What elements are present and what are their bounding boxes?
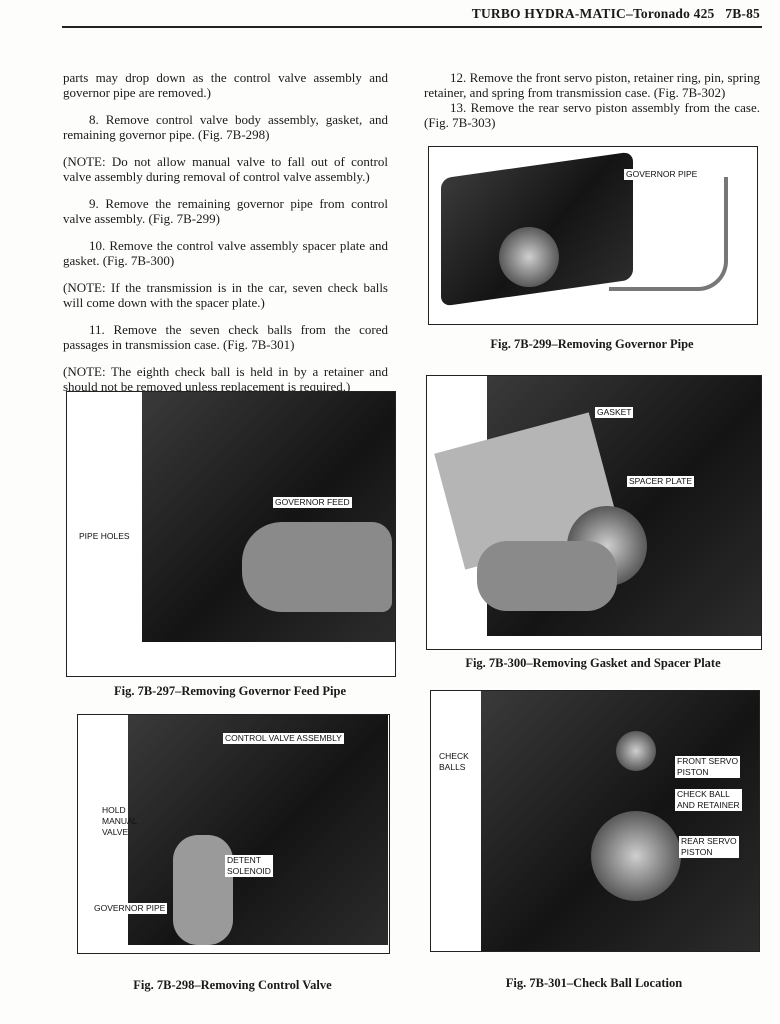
label-line: PISTON bbox=[677, 767, 709, 777]
note: (NOTE: The eighth check ball is held in … bbox=[63, 364, 388, 394]
header-title: TURBO HYDRA-MATIC–Toronado 425 bbox=[471, 6, 715, 21]
label-line: CHECK bbox=[439, 751, 469, 761]
rear-servo-photo-detail bbox=[591, 811, 681, 901]
left-column: parts may drop down as the control valve… bbox=[63, 70, 388, 406]
label-governor-pipe: GOVERNOR PIPE bbox=[92, 903, 168, 914]
label-rear-servo-piston: REAR SERVO PISTON bbox=[679, 836, 739, 858]
caption-7b-297: Fig. 7B-297–Removing Governor Feed Pipe bbox=[113, 684, 347, 698]
front-servo-photo-detail bbox=[616, 731, 656, 771]
figure-7b-300: GASKET SPACER PLATE bbox=[426, 375, 762, 650]
label-check-ball-retainer: CHECK BALL AND RETAINER bbox=[675, 789, 742, 811]
label-governor-pipe: GOVERNOR PIPE bbox=[624, 169, 700, 180]
figure-7b-301: CHECK BALLS FRONT SERVO PISTON CHECK BAL… bbox=[430, 690, 760, 952]
hand-photo bbox=[477, 541, 617, 611]
label-line: DETENT bbox=[227, 855, 261, 865]
label-pipe-holes: PIPE HOLES bbox=[77, 531, 132, 542]
label-line: PISTON bbox=[681, 847, 713, 857]
figure-7b-297: GOVERNOR FEED PIPE HOLES bbox=[66, 391, 396, 677]
caption-7b-299: Fig. 7B-299–Removing Governor Pipe bbox=[490, 337, 694, 351]
label-line: CHECK BALL bbox=[677, 789, 730, 799]
control-valve-photo bbox=[128, 715, 388, 945]
label-line: HOLD bbox=[102, 805, 126, 815]
step-9: 9. Remove the remaining governor pipe fr… bbox=[63, 196, 388, 226]
caption-7b-300: Fig. 7B-300–Removing Gasket and Spacer P… bbox=[465, 656, 721, 670]
label-hold-manual-valve: HOLD MANUAL VALVE bbox=[100, 805, 139, 838]
figure-7b-298: CONTROL VALVE ASSEMBLY HOLD MANUAL VALVE… bbox=[77, 714, 390, 954]
label-line: SOLENOID bbox=[227, 866, 271, 876]
label-line: VALVE bbox=[102, 827, 129, 837]
hand-photo bbox=[242, 522, 392, 612]
header-rule bbox=[62, 26, 762, 28]
label-check-balls: CHECK BALLS bbox=[437, 751, 471, 773]
label-control-valve-assembly: CONTROL VALVE ASSEMBLY bbox=[223, 733, 344, 744]
note: (NOTE: If the transmission is in the car… bbox=[63, 280, 388, 310]
label-governor-feed: GOVERNOR FEED bbox=[273, 497, 352, 508]
step-8: 8. Remove control valve body assembly, g… bbox=[63, 112, 388, 142]
step-12: 12. Remove the front servo piston, retai… bbox=[424, 70, 760, 100]
running-header: TURBO HYDRA-MATIC–Toronado 425 7B-85 bbox=[472, 6, 760, 22]
paragraph: parts may drop down as the control valve… bbox=[63, 70, 388, 100]
label-gasket: GASKET bbox=[595, 407, 634, 418]
right-column: 12. Remove the front servo piston, retai… bbox=[424, 70, 760, 142]
label-spacer-plate: SPACER PLATE bbox=[627, 476, 694, 487]
label-line: MANUAL bbox=[102, 816, 138, 826]
governor-pipe-photo bbox=[609, 177, 728, 291]
caption-7b-301: Fig. 7B-301–Check Ball Location bbox=[505, 976, 683, 990]
page-number: 7B-85 bbox=[725, 6, 760, 21]
caption-7b-298: Fig. 7B-298–Removing Control Valve bbox=[133, 978, 332, 992]
label-line: AND RETAINER bbox=[677, 800, 740, 810]
label-line: REAR SERVO bbox=[681, 836, 737, 846]
label-line: BALLS bbox=[439, 762, 466, 772]
figure-7b-299: GOVERNOR PIPE bbox=[428, 146, 758, 325]
label-line: FRONT SERVO bbox=[677, 756, 739, 766]
servo-photo-detail bbox=[499, 227, 559, 287]
label-detent-solenoid: DETENT SOLENOID bbox=[225, 855, 273, 877]
step-13: 13. Remove the rear servo piston assembl… bbox=[424, 100, 760, 130]
hand-photo bbox=[173, 835, 233, 945]
note: (NOTE: Do not allow manual valve to fall… bbox=[63, 154, 388, 184]
step-10: 10. Remove the control valve assembly sp… bbox=[63, 238, 388, 268]
label-front-servo-piston: FRONT SERVO PISTON bbox=[675, 756, 741, 778]
step-11: 11. Remove the seven check balls from th… bbox=[63, 322, 388, 352]
